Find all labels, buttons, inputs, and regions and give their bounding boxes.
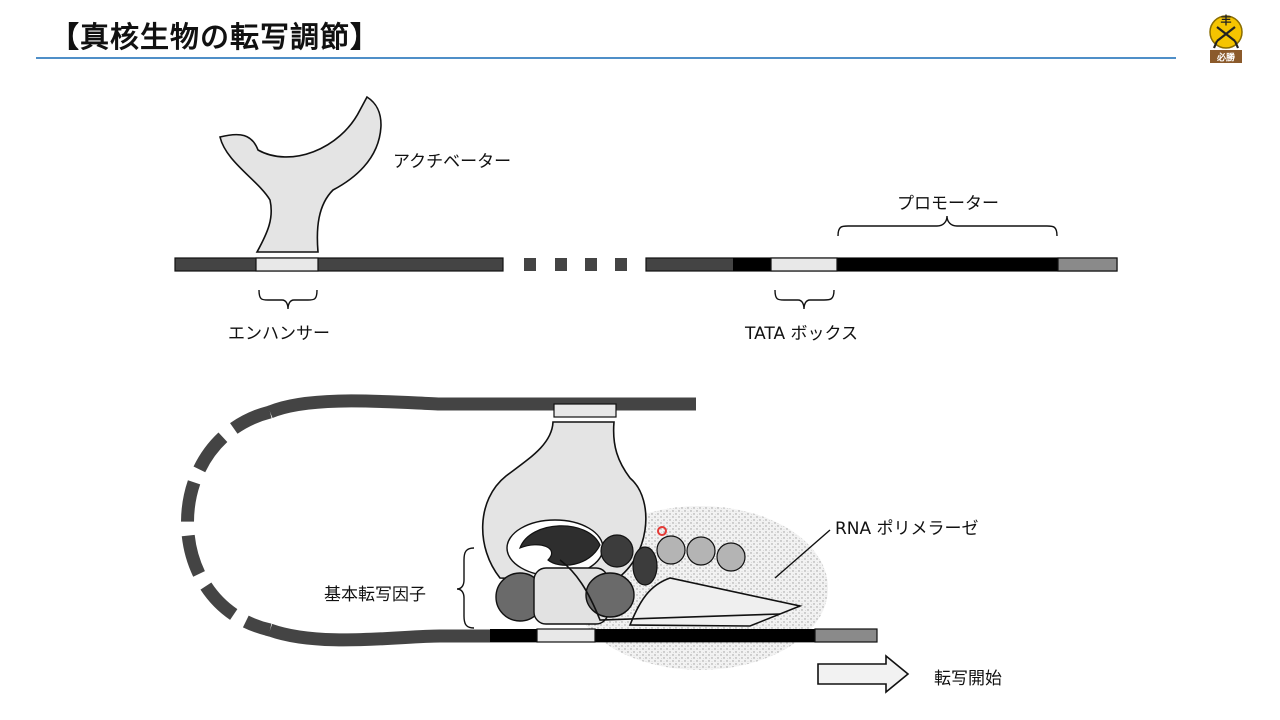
dna-strand-left bbox=[174, 257, 504, 272]
tata-brace bbox=[774, 289, 835, 310]
downstream-region bbox=[1057, 257, 1118, 272]
enhancer-brace bbox=[258, 289, 318, 310]
page-title: 【真核生物の転写調節】 bbox=[50, 20, 381, 54]
transcription-arrow bbox=[817, 654, 910, 694]
enhancer-label: エンハンサー bbox=[228, 324, 330, 344]
downstream-region-bound bbox=[814, 628, 878, 643]
factor-ball bbox=[656, 535, 686, 565]
factor-ball bbox=[716, 542, 746, 572]
logo-char: 丰 bbox=[1221, 13, 1232, 27]
factor-ball bbox=[632, 546, 658, 586]
rna-transcript bbox=[559, 559, 781, 621]
factor-dark-crescent-inner bbox=[518, 525, 601, 566]
dna-gap-dot bbox=[555, 258, 567, 271]
promoter-label: プロモーター bbox=[897, 194, 999, 214]
transcription-start-label: 転写開始 bbox=[934, 669, 1002, 689]
dna-gap-dot bbox=[524, 258, 536, 271]
logo-text: 必勝 bbox=[1216, 52, 1236, 64]
dna-gap-dot bbox=[615, 258, 627, 271]
title-underline bbox=[36, 57, 1176, 59]
activator-shape bbox=[219, 95, 382, 253]
factor-ball bbox=[686, 536, 716, 566]
factor-right-dark bbox=[585, 572, 635, 618]
general-factors-brace bbox=[456, 547, 475, 629]
dna-gap-dot bbox=[585, 258, 597, 271]
tata-box-region bbox=[770, 257, 838, 272]
pointer-dot bbox=[657, 526, 667, 536]
factor-ball bbox=[600, 534, 634, 568]
dna-loop-arc bbox=[181, 405, 272, 637]
activator-label: アクチベーター bbox=[393, 152, 512, 172]
dna-loop-top bbox=[267, 394, 696, 419]
tata-box-label: TATA ボックス bbox=[745, 324, 858, 344]
promoter-brace bbox=[837, 215, 1058, 237]
dna-loop-bottom bbox=[267, 623, 877, 647]
general-factors-label: 基本転写因子 bbox=[324, 585, 426, 605]
tata-box-region-bound bbox=[536, 628, 596, 643]
rna-polymerase-label: RNA ポリメラーゼ bbox=[835, 519, 979, 539]
enhancer-region bbox=[255, 257, 319, 272]
hisshou-logo: 丰 必勝 bbox=[1209, 13, 1243, 64]
enhancer-region-bound bbox=[553, 403, 617, 418]
polymerase-leader-line bbox=[774, 529, 831, 579]
